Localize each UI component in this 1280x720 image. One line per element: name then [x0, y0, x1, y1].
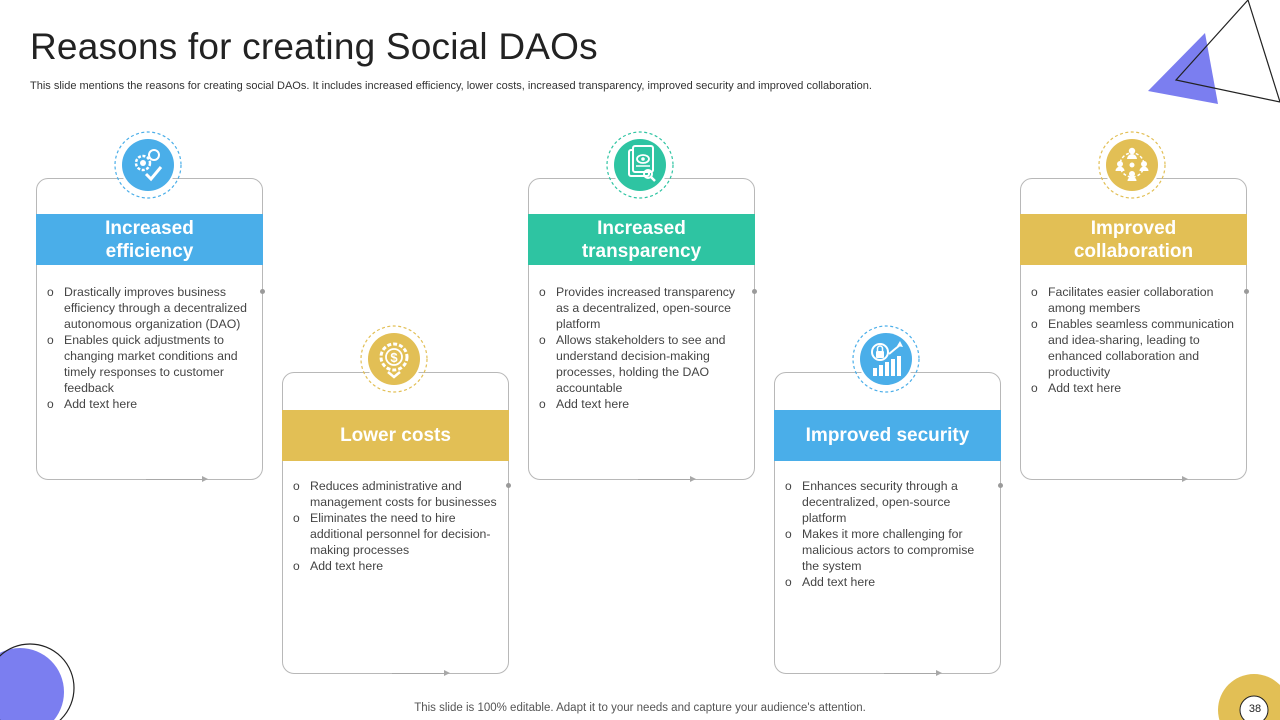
card-connector-dot [1244, 289, 1249, 294]
page-subtitle: This slide mentions the reasons for crea… [30, 80, 872, 92]
card-heading: Lower costs [282, 410, 509, 461]
card-heading: Improved security [774, 410, 1001, 461]
card-connector-dot [998, 483, 1003, 488]
purple-triangle [1148, 33, 1218, 104]
page-number: 38 [1248, 703, 1262, 715]
team-network-icon [1097, 130, 1167, 200]
dollar-gear-icon: $ [359, 324, 429, 394]
card-connector-dot [260, 289, 265, 294]
page-number-inner-circle [1239, 695, 1269, 720]
outline-triangle [1174, 0, 1280, 103]
card-arrow [392, 670, 450, 676]
document-eye-icon [605, 130, 675, 200]
gear-check-icon [113, 130, 183, 200]
card-arrow [146, 476, 208, 482]
page-title: Reasons for creating Social DAOs [30, 26, 598, 67]
lock-chart-icon [851, 324, 921, 394]
svg-text:$: $ [390, 350, 398, 365]
card-arrow [884, 670, 942, 676]
footer-note: This slide is 100% editable. Adapt it to… [414, 702, 866, 714]
card-arrow [638, 476, 696, 482]
purple-circle [0, 648, 64, 720]
card-arrow [1130, 476, 1188, 482]
card-connector-dot [506, 483, 511, 488]
card-connector-dot [752, 289, 757, 294]
outline-circle [0, 643, 75, 720]
